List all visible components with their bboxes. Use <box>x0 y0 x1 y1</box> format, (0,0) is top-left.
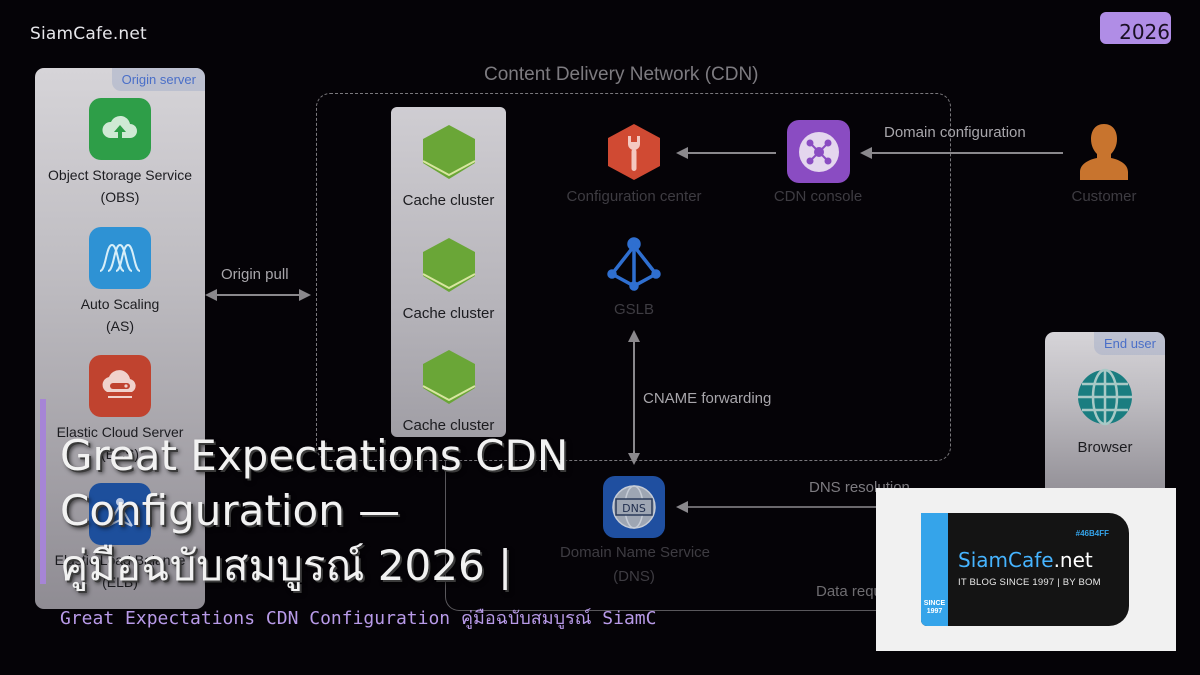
cache-cluster-2: Cache cluster <box>391 236 506 325</box>
service-ecs: Elastic Cloud Server (ECS) <box>35 355 205 465</box>
wrench-icon <box>608 124 660 180</box>
cdn-console-node[interactable] <box>787 120 850 183</box>
browser-label: Browser <box>1077 439 1133 456</box>
gslb-pyramid-icon <box>607 237 661 291</box>
origin-pull-label: Origin pull <box>221 266 289 283</box>
article-subtitle: Great Expectations CDN Configuration คู่… <box>60 608 657 629</box>
service-abbr: (ECS) <box>100 446 140 462</box>
logo-card: SINCE 1997 #46B4FF SiamCafe.net IT BLOG … <box>921 513 1129 626</box>
logo-stripe <box>921 513 948 626</box>
cache-cluster-label: Cache cluster <box>402 417 495 434</box>
svg-text:DNS: DNS <box>622 502 646 515</box>
load-balancer-icon <box>89 483 151 545</box>
cdn-console-label: CDN console <box>773 188 863 205</box>
title-line-1: Great Expectations CDN <box>60 431 569 480</box>
data-request-path <box>445 461 945 611</box>
logo-tagline: IT BLOG SINCE 1997 | BY BOM <box>958 577 1101 588</box>
site-brand: SiamCafe.net <box>30 24 147 44</box>
title-line-2: Configuration — <box>60 486 401 535</box>
logo-wordmark: SiamCafe.net <box>958 548 1093 572</box>
cdn-title: Content Delivery Network (CDN) <box>484 64 759 85</box>
arrow-down-icon <box>628 453 640 465</box>
cache-hexagon-icon <box>422 238 475 292</box>
dns-node: DNS <box>603 476 665 538</box>
dns-abbr: (DNS) <box>613 568 655 585</box>
title-accent-bar <box>40 399 46 584</box>
domain-config-label: Domain configuration <box>884 124 1026 141</box>
domain-config-line <box>872 152 1063 154</box>
arrow-left-icon <box>205 289 217 301</box>
dns-globe-icon: DNS <box>612 485 656 529</box>
origin-server-tag: Origin server <box>111 68 205 91</box>
gslb-label: GSLB <box>613 301 655 318</box>
origin-pull-line <box>215 294 301 296</box>
auto-scaling-icon <box>89 227 151 289</box>
cache-cluster-label: Cache cluster <box>402 305 495 322</box>
service-elb: Elastic Load Balance (ELB) <box>35 483 205 593</box>
cache-hexagon-icon <box>422 350 475 404</box>
logo-since-badge: SINCE 1997 <box>923 600 946 615</box>
cache-cluster-label: Cache cluster <box>402 192 495 209</box>
article-title: Great Expectations CDN Configuration — ค… <box>60 428 700 593</box>
browser-node[interactable]: Browser <box>1045 368 1165 459</box>
arrow-right-icon <box>299 289 311 301</box>
service-abbr: (OBS) <box>100 189 140 205</box>
config-center-label: Configuration center <box>566 188 702 205</box>
service-name: Object Storage Service <box>48 167 192 183</box>
config-center-node <box>606 122 662 187</box>
cache-cluster-3: Cache cluster <box>391 348 506 437</box>
title-line-3: คู่มือฉบับสมบูรณ์ 2026 | <box>60 541 513 590</box>
dns-label: Domain Name Service <box>559 544 711 561</box>
cache-cluster-panel: Cache cluster Cache cluster Cache cluste… <box>391 107 506 437</box>
customer-node <box>1076 122 1132 187</box>
service-abbr: (AS) <box>106 318 134 334</box>
cname-line <box>633 340 635 456</box>
end-user-panel: End user Browser <box>1045 332 1165 502</box>
service-name: Auto Scaling <box>80 296 160 312</box>
service-name: Elastic Load Balance <box>54 552 186 568</box>
service-as: Auto Scaling (AS) <box>35 227 205 337</box>
cname-label: CNAME forwarding <box>643 390 772 407</box>
siamcafe-logo: SINCE 1997 #46B4FF SiamCafe.net IT BLOG … <box>876 488 1176 651</box>
service-obs: Object Storage Service (OBS) <box>35 98 205 208</box>
year-badge: 2026 <box>1100 12 1171 44</box>
user-icon <box>1080 124 1128 180</box>
origin-server-panel: Origin server Object Storage Service (OB… <box>35 68 205 609</box>
cloud-upload-icon <box>89 98 151 160</box>
dns-resolution-line <box>688 506 888 508</box>
globe-icon <box>1078 368 1132 426</box>
console-to-config-line <box>688 152 776 154</box>
customer-label: Customer <box>1071 188 1137 205</box>
arrow-up-icon <box>628 330 640 342</box>
cache-hexagon-icon <box>422 125 475 179</box>
arrow-left-icon <box>860 147 872 159</box>
service-abbr: (ELB) <box>102 574 138 590</box>
arrow-left-icon <box>676 147 688 159</box>
gslb-node <box>606 236 662 297</box>
end-user-tag: End user <box>1093 332 1165 355</box>
service-name: Elastic Cloud Server <box>56 424 184 440</box>
logo-hex-code: #46B4FF <box>1075 529 1109 538</box>
cloud-server-icon <box>89 355 151 417</box>
cache-cluster-1: Cache cluster <box>391 123 506 212</box>
network-hub-icon <box>798 131 839 172</box>
arrow-left-icon <box>676 501 688 513</box>
